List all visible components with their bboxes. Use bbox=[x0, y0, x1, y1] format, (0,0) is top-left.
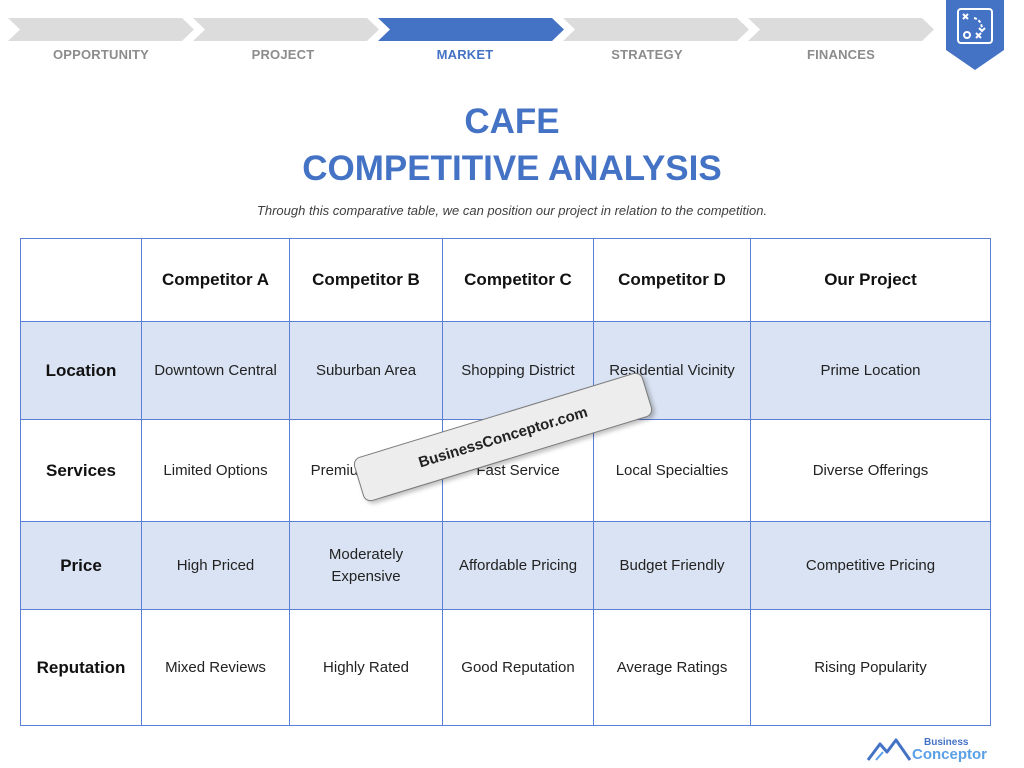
table-cell: Moderately Expensive bbox=[289, 521, 443, 610]
nav-step-label: MARKET bbox=[436, 47, 494, 62]
nav-arrow-shape bbox=[748, 18, 934, 41]
nav-arrow-shape bbox=[378, 18, 564, 41]
table-header-row: Competitor A Competitor B Competitor C C… bbox=[20, 238, 991, 322]
row-label-services: Services bbox=[20, 419, 142, 522]
table-cell: Rising Popularity bbox=[750, 609, 991, 726]
competitive-analysis-table: Competitor A Competitor B Competitor C C… bbox=[20, 238, 991, 726]
nav-arrow-shape bbox=[193, 18, 379, 41]
row-label-location: Location bbox=[20, 321, 142, 420]
table-cell: Affordable Pricing bbox=[442, 521, 594, 610]
table-header-competitor-d: Competitor D bbox=[593, 238, 751, 322]
table-header-empty bbox=[20, 238, 142, 322]
table-cell: Highly Rated bbox=[289, 609, 443, 726]
row-label-price: Price bbox=[20, 521, 142, 610]
nav-step-label: OPPORTUNITY bbox=[52, 47, 150, 62]
table-header-competitor-b: Competitor B bbox=[289, 238, 443, 322]
table-row: Services Limited Options Premium Quality… bbox=[20, 419, 991, 522]
table-cell: Mixed Reviews bbox=[141, 609, 290, 726]
strategy-board-icon bbox=[946, 0, 1004, 70]
table-cell: Suburban Area bbox=[289, 321, 443, 420]
nav-step-label: FINANCES bbox=[806, 47, 876, 62]
page-title-line1: CAFE bbox=[464, 102, 560, 141]
table-header-competitor-a: Competitor A bbox=[141, 238, 290, 322]
page-title: CAFE COMPETITIVE ANALYSIS bbox=[0, 98, 1024, 192]
table-cell: Downtown Central bbox=[141, 321, 290, 420]
page-subtitle: Through this comparative table, we can p… bbox=[256, 203, 768, 218]
row-label-reputation: Reputation bbox=[20, 609, 142, 726]
table-cell: Diverse Offerings bbox=[750, 419, 991, 522]
table-cell: High Priced bbox=[141, 521, 290, 610]
nav-arrow-shape bbox=[8, 18, 194, 41]
progress-nav: OPPORTUNITY PROJECT MARKET STRATEGY FINA… bbox=[0, 0, 940, 70]
table-cell: Competitive Pricing bbox=[750, 521, 991, 610]
table-cell: Budget Friendly bbox=[593, 521, 751, 610]
table-cell: Good Reputation bbox=[442, 609, 594, 726]
nav-step-label: STRATEGY bbox=[611, 47, 683, 62]
table-cell: Limited Options bbox=[141, 419, 290, 522]
table-row: Price High Priced Moderately Expensive A… bbox=[20, 521, 991, 610]
logo-text-top: Business bbox=[924, 737, 969, 748]
table-row: Reputation Mixed Reviews Highly Rated Go… bbox=[20, 609, 991, 726]
brand-logo[interactable]: Business Conceptor bbox=[866, 734, 990, 763]
nav-step-label: PROJECT bbox=[251, 47, 315, 62]
table-header-competitor-c: Competitor C bbox=[442, 238, 594, 322]
logo-text-bottom: Conceptor bbox=[912, 746, 987, 763]
table-cell: Average Ratings bbox=[593, 609, 751, 726]
mountain-logo-icon bbox=[866, 738, 912, 761]
table-cell: Prime Location bbox=[750, 321, 991, 420]
table-row: Location Downtown Central Suburban Area … bbox=[20, 321, 991, 420]
table-header-our-project: Our Project bbox=[750, 238, 991, 322]
nav-arrow-shape bbox=[563, 18, 749, 41]
page-title-line2: COMPETITIVE ANALYSIS bbox=[302, 149, 722, 188]
table-cell: Local Specialties bbox=[593, 419, 751, 522]
